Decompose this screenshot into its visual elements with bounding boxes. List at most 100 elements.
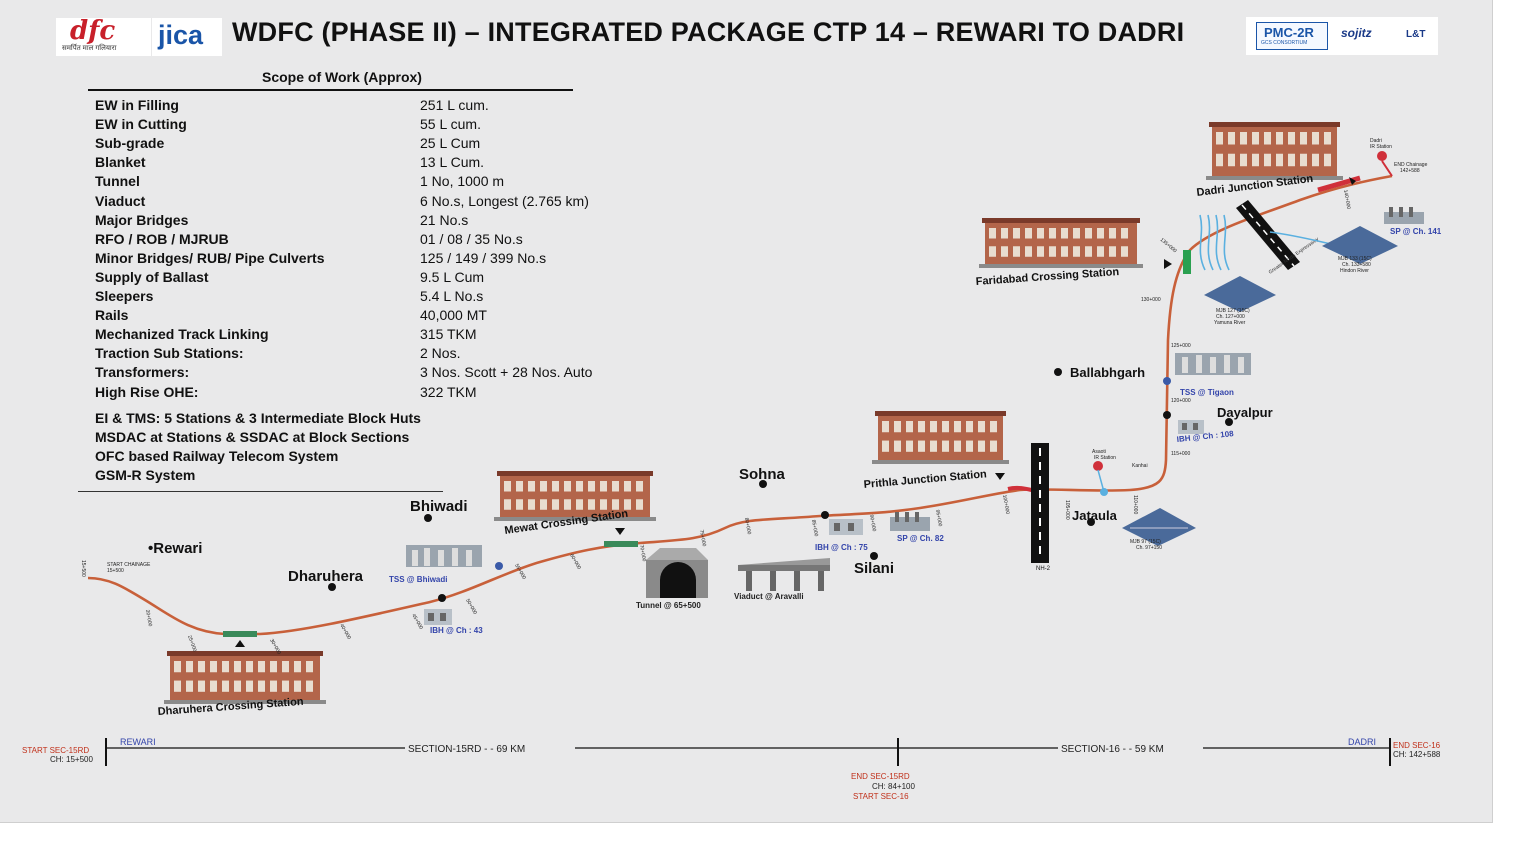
scope-title: Scope of Work (Approx): [262, 69, 422, 85]
chainage-label: 70+000: [638, 544, 647, 562]
section-start-16: START SEC-16: [853, 792, 909, 801]
place-jataula: Jataula: [1072, 508, 1118, 523]
dharuhera-dot: [328, 583, 336, 591]
section-start-15rd-ch: CH: 15+500: [50, 755, 93, 764]
chainage-label: 100+000: [1001, 494, 1010, 515]
scope-note: OFC based Railway Telecom System: [95, 448, 339, 465]
route-node-4: [495, 562, 503, 570]
kanhai-label: Kanhai: [1132, 463, 1148, 469]
bhiwadi-dot: [424, 514, 432, 522]
scope-item: Major Bridges: [95, 211, 189, 228]
pmc-logo: PMC-2R GCS CONSORTIUM sojitz L&T: [1246, 17, 1438, 55]
start-chainage-value: 15+500: [107, 568, 124, 574]
route-map: NH-2 Greater Noida Expressway Tunnel @ 6…: [22, 122, 1442, 801]
end-chainage-value: 142+588: [1400, 168, 1420, 174]
chainage-label: 115+000: [1171, 451, 1190, 457]
mjb-133-chainage: Ch. 133+580: [1342, 262, 1371, 268]
chainage-label: 45+000: [410, 613, 424, 631]
pmc-badge: PMC-2R GCS CONSORTIUM: [1256, 22, 1328, 50]
prithla-station-building: [872, 411, 1009, 464]
section-end-16-ch: CH: 142+588: [1393, 750, 1441, 759]
mewat-station-building: [494, 471, 656, 521]
place-bhiwadi: Bhiwadi: [410, 498, 468, 515]
scope-value: 315 TKM: [420, 326, 477, 343]
sp-82-label: SP @ Ch. 82: [897, 534, 944, 543]
scope-item: Tunnel: [95, 173, 140, 190]
faridabad-station-track: [1183, 250, 1191, 274]
station-prithla-junction: Prithla Junction Station: [863, 468, 987, 491]
scope-value: 322 TKM: [420, 383, 477, 400]
ibh-43-icon: [424, 609, 452, 625]
place-dharuhera: Dharuhera: [288, 568, 364, 585]
dfc-logo-subtext: समर्पित माल गलियारा: [62, 45, 117, 52]
start-chainage-label: START CHAINAGE: [107, 562, 151, 568]
place-ballabhgarh: Ballabhgarh: [1070, 365, 1145, 380]
sp-141-label: SP @ Ch. 141: [1390, 227, 1442, 236]
station-faridabad-crossing: Faridabad Crossing Station: [975, 266, 1119, 288]
tunnel-icon: [646, 548, 708, 598]
dharuhera-station-building: [164, 651, 326, 704]
scope-value: 5.4 L No.s: [420, 288, 484, 304]
nh2-road: [1031, 443, 1049, 563]
scope-value: 55 L cum.: [420, 116, 481, 133]
faridabad-station-pointer: [1164, 259, 1172, 269]
chainage-label: 20+000: [144, 609, 153, 627]
silani-dot: [870, 552, 878, 560]
chainage-label: 80+000: [743, 517, 752, 535]
chainage-label: 50+000: [464, 598, 478, 616]
chainage-label: 90+000: [868, 514, 877, 532]
tss-bhiwadi-label: TSS @ Bhiwadi: [389, 575, 447, 584]
scope-item: Supply of Ballast: [95, 268, 209, 285]
scope-item: EW in Filling: [95, 97, 179, 113]
mewat-station-pointer: [615, 528, 625, 535]
section-rewari: REWARI: [120, 737, 156, 747]
scope-value: 13 L Cum.: [420, 154, 485, 171]
scope-item: High Rise OHE:: [95, 383, 199, 400]
asaoti-ir-station-icon: [1093, 461, 1103, 471]
scope-item: Transformers:: [95, 364, 190, 381]
chainage-label: 110+000: [1132, 495, 1138, 514]
sohna-dot: [759, 480, 767, 488]
mjb-133-river: Hindon River: [1340, 268, 1369, 274]
tunnel-label: Tunnel @ 65+500: [636, 601, 701, 610]
scope-value: 125 / 149 / 399 No.s: [420, 249, 547, 266]
scope-item: Traction Sub Stations:: [95, 345, 244, 362]
expressway-road: [1236, 200, 1300, 270]
dharuhera-station-track: [223, 631, 257, 637]
route-node-3: [1163, 411, 1171, 419]
viaduct-label: Viaduct @ Aravalli: [734, 592, 804, 601]
mjb-97-chainage: Ch. 97+150: [1136, 545, 1162, 551]
dadri-ir-station-icon: [1377, 151, 1387, 161]
scope-value: 40,000 MT: [420, 307, 487, 324]
mjb-97-label: MJB 97 (15C): [1130, 539, 1161, 545]
place-silani: Silani: [854, 560, 894, 577]
scope-note: GSM-R System: [95, 467, 196, 484]
jataula-dot: [1087, 518, 1095, 526]
scope-value: 21 No.s: [420, 211, 469, 228]
scope-item: Blanket: [95, 154, 146, 171]
ibh-43-label: IBH @ Ch : 43: [430, 626, 483, 635]
section-15rd-label: SECTION-15RD - - 69 KM: [408, 744, 525, 755]
prithla-station-pointer: [995, 473, 1005, 480]
sp-141-icon: [1384, 207, 1424, 224]
ibh-108-icon: [1178, 420, 1204, 434]
sojitz-logo: sojitz: [1341, 26, 1372, 40]
chainage-label: 105+000: [1064, 500, 1070, 520]
chainage-label: 120+000: [1171, 398, 1191, 404]
section-end-15rd-ch: CH: 84+100: [872, 782, 915, 791]
dadri-station-building: [1206, 122, 1343, 180]
scope-value: 251 L cum.: [420, 97, 489, 113]
mjb-133-label: MJB 133 (15C): [1338, 256, 1372, 262]
scope-value: 25 L Cum: [420, 135, 481, 152]
scope-item: Viaduct: [95, 192, 146, 209]
page-title: WDFC (PHASE II) – INTEGRATED PACKAGE CTP…: [232, 17, 1185, 47]
scope-item: Mechanized Track Linking: [95, 326, 269, 343]
mjb-127-river: Yamuna River: [1214, 320, 1246, 326]
section-dadri: DADRI: [1348, 737, 1376, 747]
chainage-label: 95+000: [934, 509, 943, 527]
section-end-16: END SEC-16: [1393, 741, 1441, 750]
dayalpur-dot: [1225, 418, 1233, 426]
scope-value: 9.5 L Cum: [420, 268, 485, 285]
place-sohna: Sohna: [739, 466, 785, 483]
scope-note: MSDAC at Stations & SSDAC at Block Secti…: [95, 429, 410, 446]
